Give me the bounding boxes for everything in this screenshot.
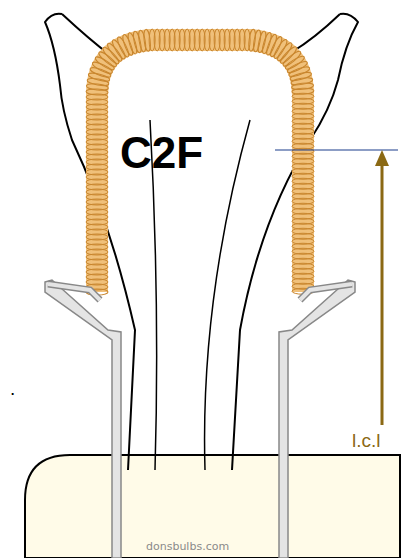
stem-inner-right xyxy=(205,120,250,470)
coil-turn xyxy=(91,60,113,75)
dot-mark: . xyxy=(10,378,15,400)
dimension-label: l.c.l xyxy=(352,430,381,452)
coil-turn xyxy=(272,38,289,60)
coil-turn xyxy=(97,50,118,69)
reference-line xyxy=(275,149,398,150)
coil-turn xyxy=(106,42,124,63)
coil-turn xyxy=(248,29,257,52)
coil-turn xyxy=(276,41,294,62)
coil-turn xyxy=(288,65,311,78)
coiled-filament xyxy=(97,40,303,292)
lead-wires xyxy=(45,280,355,558)
coil-turn xyxy=(94,55,116,72)
coil-turn xyxy=(87,77,110,87)
lamp-base xyxy=(25,455,400,558)
coil-turn xyxy=(101,46,121,66)
coil-turn xyxy=(86,83,108,91)
coil-turn xyxy=(252,30,262,53)
coil-turn xyxy=(281,49,302,67)
coil-turn xyxy=(126,32,138,55)
dimension-arrow xyxy=(381,162,384,425)
coil-turn xyxy=(269,35,284,57)
coil-turn xyxy=(279,45,299,65)
arrow-head xyxy=(375,150,389,166)
coil-windings xyxy=(86,29,314,295)
coil-turn xyxy=(111,38,128,60)
coil-turn xyxy=(284,54,306,71)
filament-code: C2F xyxy=(120,128,203,178)
watermark: donsbulbs.com xyxy=(146,540,229,553)
glass-ear-right xyxy=(292,14,340,52)
